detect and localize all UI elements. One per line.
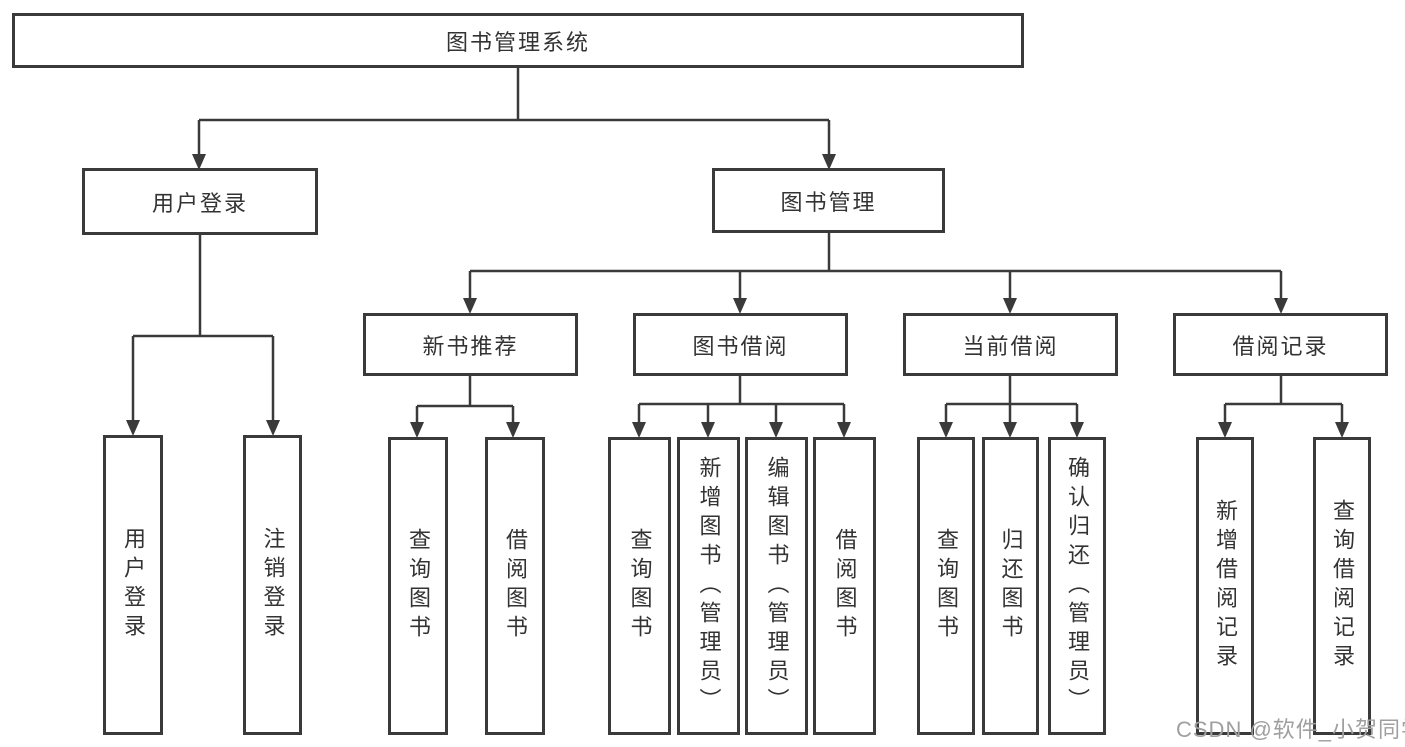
node-borrow-books-recommend: 借阅图书 <box>485 437 545 735</box>
node-return-books: 归还图书 <box>982 437 1039 735</box>
node-book-management-branch: 图书管理 <box>712 168 945 233</box>
node-logout: 注销登录 <box>243 435 302 735</box>
node-query-borrow-record-label: 查询借阅记录 <box>1330 499 1355 673</box>
node-query-books-recommend-label: 查询图书 <box>406 528 431 644</box>
node-return-books-label: 归还图书 <box>998 528 1024 644</box>
node-edit-book-admin-label: 编辑图书（管理员） <box>764 455 790 717</box>
node-query-books-current-label: 查询图书 <box>934 528 959 644</box>
node-book-borrowing-label: 图书借阅 <box>692 333 789 359</box>
node-query-books-borrowing: 查询图书 <box>608 437 671 735</box>
node-query-books-current: 查询图书 <box>917 437 975 735</box>
node-new-book-recommend-label: 新书推荐 <box>422 333 519 359</box>
node-user-login: 用户登录 <box>103 435 163 735</box>
node-borrow-books-recommend-label: 借阅图书 <box>503 528 528 644</box>
csdn-watermark: CSDN @软件_小贺同学 <box>1176 717 1405 742</box>
node-user-login-label: 用户登录 <box>121 527 146 643</box>
node-new-book-recommend: 新书推荐 <box>363 313 578 376</box>
node-borrowing-records-label: 借阅记录 <box>1232 333 1329 359</box>
node-confirm-return-admin: 确认归还（管理员） <box>1048 437 1106 735</box>
node-confirm-return-admin-label: 确认归还（管理员） <box>1065 455 1090 717</box>
node-borrowing-records: 借阅记录 <box>1173 313 1388 376</box>
node-add-book-admin-label: 新增图书（管理员） <box>696 455 722 717</box>
node-current-borrowing: 当前借阅 <box>903 313 1118 376</box>
node-current-borrowing-label: 当前借阅 <box>962 333 1059 359</box>
node-book-management-branch-label: 图书管理 <box>780 189 877 215</box>
node-user-login-branch: 用户登录 <box>82 168 318 235</box>
node-root-label: 图书管理系统 <box>445 29 590 55</box>
node-logout-label: 注销登录 <box>260 527 286 643</box>
node-query-books-recommend: 查询图书 <box>388 437 448 735</box>
node-query-books-borrowing-label: 查询图书 <box>627 528 653 644</box>
node-add-borrow-record-label: 新增借阅记录 <box>1213 499 1238 673</box>
node-add-book-admin: 新增图书（管理员） <box>677 437 740 735</box>
node-edit-book-admin: 编辑图书（管理员） <box>745 437 808 735</box>
node-borrow-books-label: 借阅图书 <box>832 528 858 644</box>
node-root: 图书管理系统 <box>12 13 1024 68</box>
node-query-borrow-record: 查询借阅记录 <box>1313 437 1371 735</box>
node-borrow-books: 借阅图书 <box>813 437 876 735</box>
node-user-login-branch-label: 用户登录 <box>151 190 248 216</box>
node-book-borrowing: 图书借阅 <box>633 313 848 376</box>
node-add-borrow-record: 新增借阅记录 <box>1196 437 1254 735</box>
